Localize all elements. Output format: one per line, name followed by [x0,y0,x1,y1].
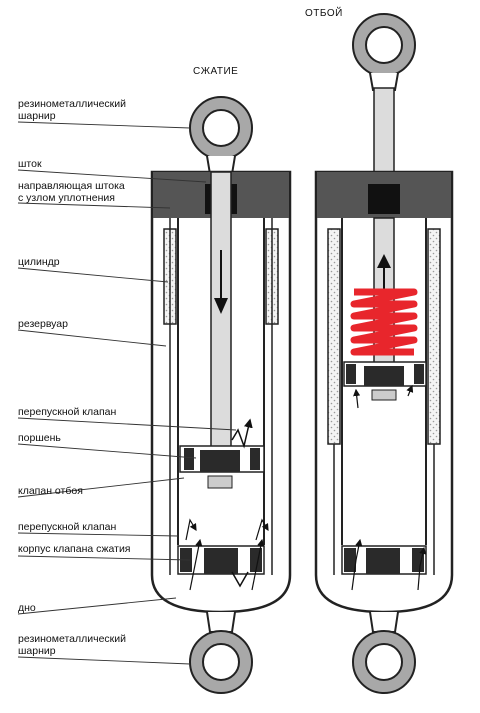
title-rebound: ОТБОЙ [305,8,343,19]
compression-valve-left [177,518,269,591]
label-bottom: дно [18,602,36,614]
piston-left [179,418,265,489]
label-cylinder: цилиндр [18,256,60,268]
rebound-absorber [314,13,454,694]
top-joint-left [189,96,253,175]
compression-absorber [150,96,292,694]
bottom-joint-right [352,611,416,694]
title-compression: СЖАТИЕ [193,66,239,77]
label-bottom-joint: резинометаллический шарнир [18,633,127,657]
reservoir-right-wall [327,228,341,445]
label-compression-valve-body: корпус клапана сжатия [18,543,131,555]
label-bypass-valve-upper: перепускной клапан [18,406,117,418]
piston-right [343,361,427,409]
inner-cylinder-left [177,218,265,545]
rebound-spring [350,288,418,356]
leader-lines [17,121,237,665]
label-top-joint: резинометаллический шарнир [18,98,127,122]
label-rod-guide: направляющая штока с узлом уплотнения [18,180,125,204]
top-joint-right [352,13,416,91]
bottom-joint-left [189,611,253,694]
label-bypass-valve-lower: перепускной клапан [18,521,117,533]
compression-valve-right [341,538,427,591]
label-reservoir: резервуар [18,318,68,330]
label-rebound-valve: клапан отбоя [18,485,83,497]
label-rod: шток [18,158,42,170]
label-piston: поршень [18,432,61,444]
